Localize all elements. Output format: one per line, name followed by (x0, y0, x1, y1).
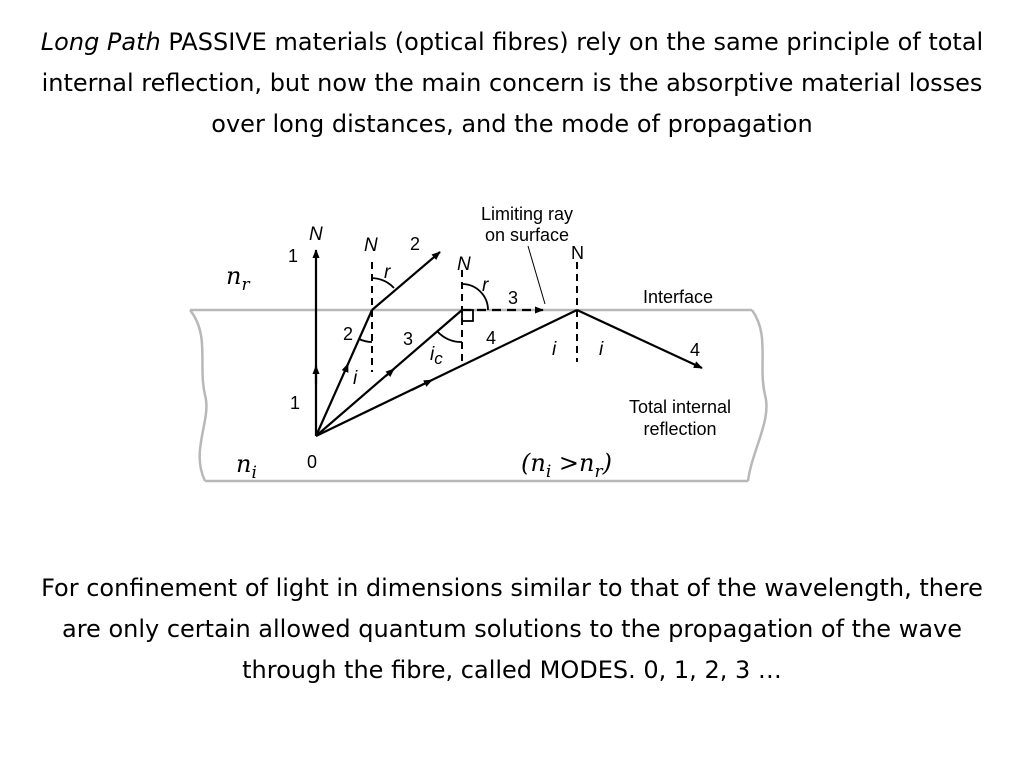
intro-italic: Long Path (40, 28, 161, 56)
n-r-label: nr (226, 262, 250, 295)
index-condition-label: (ni >nr) (521, 449, 612, 482)
ray-number-0: 0 (307, 452, 317, 472)
angle-ic-label: ic (430, 344, 443, 368)
ray-direction-marks (341, 363, 433, 391)
ray-number-4-middle: 4 (486, 328, 496, 348)
angle-arcs (358, 277, 489, 343)
angle-i-label-1: i (353, 368, 358, 389)
ray-number-2-top: 2 (410, 234, 420, 254)
limiting-ray-label-2: on surface (485, 225, 569, 245)
normal-label-3: N (457, 254, 471, 275)
ray-number-2-bottom: 2 (343, 324, 353, 344)
n-i-label: ni (236, 450, 257, 483)
angle-i-label-2: i (552, 339, 557, 360)
ray-number-1-top: 1 (288, 246, 298, 266)
tir-label-2: reflection (643, 419, 716, 439)
fibre-outline (189, 308, 768, 483)
angle-r-label-2: r (482, 275, 489, 296)
tir-label-1: Total internal (629, 397, 731, 417)
ray-number-3-bottom: 3 (403, 329, 413, 349)
ray-4-reflected (576, 309, 703, 369)
intro-paragraph: Long Path PASSIVE materials (optical fib… (20, 22, 1004, 145)
rays (312, 249, 703, 437)
limiting-ray-leader (527, 245, 546, 305)
modes-paragraph: For confinement of light in dimensions s… (41, 574, 983, 684)
angle-r-label-1: r (384, 262, 391, 283)
normals (371, 262, 578, 372)
normal-label-1: N (309, 224, 323, 245)
ray-number-3-top: 3 (508, 288, 518, 308)
normal-label-4: N (571, 243, 584, 263)
ray-number-4-right: 4 (690, 340, 700, 360)
ray-4-inside (315, 309, 578, 437)
ray-2-inside (314, 309, 374, 437)
limiting-ray-label-1: Limiting ray (481, 204, 573, 224)
ray-number-1-bottom: 1 (290, 393, 300, 413)
angle-i-label-3: i (599, 339, 604, 360)
ray-2-refracted (371, 251, 441, 311)
interface-label: Interface (643, 287, 713, 307)
intro-text: PASSIVE materials (optical fibres) rely … (41, 28, 984, 138)
normal-label-2: N (364, 235, 378, 256)
